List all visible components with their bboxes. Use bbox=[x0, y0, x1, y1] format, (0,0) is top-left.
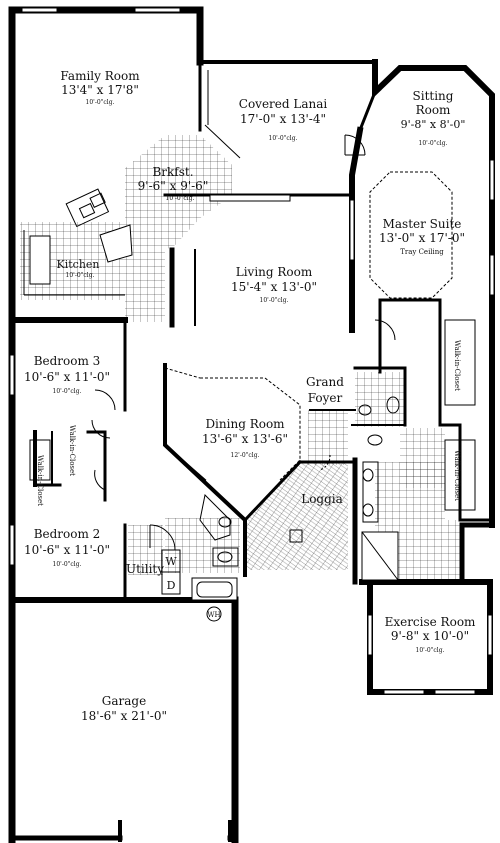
tile-floors bbox=[20, 135, 462, 580]
exercise-room-ceiling: 10'-0"clg. bbox=[416, 647, 445, 654]
brkfst-ceiling: 10'-0"clg. bbox=[166, 195, 195, 202]
covered-lanai-name: Covered Lanai bbox=[239, 97, 328, 111]
bedroom3-dims: 10'-6" x 11'-0" bbox=[24, 370, 110, 384]
bedroom2-name: Bedroom 2 bbox=[34, 527, 101, 541]
dryer-label: D bbox=[167, 579, 176, 592]
kitchen-name: Kitchen bbox=[57, 258, 100, 271]
bedroom3-name: Bedroom 3 bbox=[34, 354, 101, 368]
walk-in-closet-master-2: Walk-in-Closet bbox=[453, 450, 461, 501]
living-room-dims: 15'-4" x 13'-0" bbox=[231, 280, 317, 294]
grand-foyer-name-1: Grand bbox=[306, 375, 344, 389]
master-suite-ceiling: Tray Ceiling bbox=[400, 248, 444, 256]
walk-in-closet-bedroom3: Walk-in-Closet bbox=[68, 425, 76, 476]
covered-lanai-ceiling: 10'-0"clg. bbox=[269, 135, 298, 142]
sitting-room-ceiling: 10'-0"clg. bbox=[419, 140, 448, 147]
bedroom2-ceiling: 10'-0"clg. bbox=[53, 561, 82, 568]
brkfst-dims: 9'-6" x 9'-6" bbox=[138, 179, 209, 193]
garage-dims: 18'-6" x 21'-0" bbox=[81, 709, 167, 723]
water-heater-label: WH bbox=[207, 611, 220, 619]
dining-room-ceiling: 12'-0"clg. bbox=[231, 452, 260, 459]
living-room-ceiling: 10'-0"clg. bbox=[260, 297, 289, 304]
walk-in-closet-master-1: Walk-in-Closet bbox=[453, 340, 461, 391]
sitting-room-name-1: Sitting bbox=[413, 89, 454, 103]
bedroom3-ceiling: 10'-0"clg. bbox=[53, 388, 82, 395]
utility-name: Utility bbox=[126, 562, 164, 576]
dining-room-dims: 13'-6" x 13'-6" bbox=[202, 432, 288, 446]
loggia-name: Loggia bbox=[301, 492, 343, 506]
family-room-dims: 13'4" x 17'8" bbox=[61, 83, 139, 97]
brkfst-name: Brkfst. bbox=[152, 165, 193, 179]
master-suite-name: Master Suite bbox=[383, 217, 462, 231]
sitting-room-dims: 9'-8" x 8'-0" bbox=[401, 118, 466, 131]
sitting-room-name-2: Room bbox=[416, 103, 451, 117]
family-room-name: Family Room bbox=[60, 69, 140, 83]
washer-label: W bbox=[165, 555, 177, 568]
master-suite-dims: 13'-0" x 17'-0" bbox=[379, 231, 465, 245]
covered-lanai-dims: 17'-0" x 13'-4" bbox=[240, 112, 326, 126]
grand-foyer-name-2: Foyer bbox=[308, 391, 343, 405]
detail-lines bbox=[9, 7, 495, 695]
walk-in-closet-bedroom2: Walk-in-Closet bbox=[36, 455, 44, 506]
bedroom2-dims: 10'-6" x 11'-0" bbox=[24, 543, 110, 557]
family-room-ceiling: 10'-0"clg. bbox=[86, 99, 115, 106]
living-room-name: Living Room bbox=[236, 265, 313, 279]
room-labels: Family Room 13'4" x 17'8" 10'-0"clg. Cov… bbox=[24, 69, 476, 723]
exercise-room-dims: 9'-8" x 10'-0" bbox=[391, 629, 469, 643]
kitchen-ceiling: 10'-0"clg. bbox=[66, 272, 95, 279]
garage-name: Garage bbox=[102, 694, 146, 708]
dining-room-name: Dining Room bbox=[205, 417, 285, 431]
exercise-room-name: Exercise Room bbox=[385, 615, 476, 629]
